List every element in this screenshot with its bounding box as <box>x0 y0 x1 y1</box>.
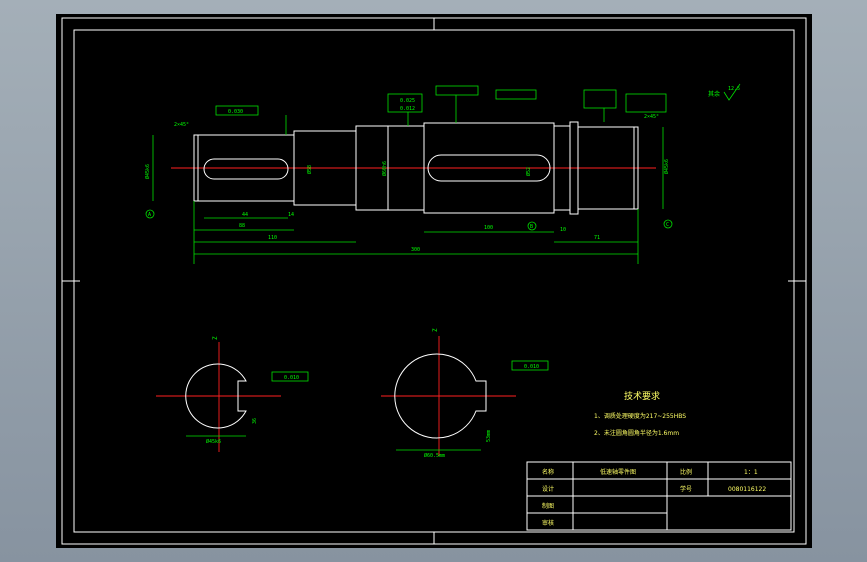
drawing-canvas: 300 110 88 44 14 100 71 10 Ø45k6 Ø45k6 Ø… <box>61 17 807 545</box>
section-right-shape <box>394 353 487 439</box>
tb-name-label: 名称 <box>542 468 554 476</box>
tb-design-label: 设计 <box>542 485 554 493</box>
roughness-note: 其余 <box>708 90 720 98</box>
dim-88: 88 <box>239 223 245 229</box>
dim-110: 110 <box>268 235 277 241</box>
shaft-left-keyway <box>203 158 289 180</box>
tech-req-heading: 技术要求 <box>624 390 660 402</box>
datum-circle-b <box>527 221 537 231</box>
drawing-sheet: 300 110 88 44 14 100 71 10 Ø45k6 Ø45k6 Ø… <box>56 14 812 548</box>
dim-71: 71 <box>594 235 600 241</box>
gtol-1: 0.030 <box>228 109 243 115</box>
datum-circle-a <box>145 209 155 219</box>
chamfer-left: 2×45° <box>174 122 189 128</box>
section-right-depth: 53mm <box>486 430 492 442</box>
title-block: 名称 低速轴零件图 比例 1：1 设计 学号 0080116122 制图 审核 <box>526 461 792 531</box>
gtol-frame-1 <box>215 105 259 116</box>
dim-d-mid: Ø58 <box>306 165 313 174</box>
gtol-frame-6 <box>625 93 667 113</box>
dim-d-left: Ø45k6 <box>144 164 151 179</box>
dim-14: 14 <box>288 212 294 218</box>
gtol-frame-5 <box>583 89 617 109</box>
section-left-depth: 36 <box>252 418 258 424</box>
gtol-2: 0.025 <box>400 98 415 104</box>
tb-review-label: 审核 <box>542 519 554 527</box>
tb-number-label: 学号 <box>680 485 692 493</box>
tech-req-line2: 2、未注圆角圆角半径为1.6mm <box>594 429 679 437</box>
dim-44: 44 <box>242 212 248 218</box>
section-left-tol-frame <box>271 371 309 382</box>
tb-scale-label: 比例 <box>680 468 692 476</box>
roughness-value: 12.5 <box>728 86 740 92</box>
dim-total: 300 <box>411 247 420 253</box>
tb-number-value: 0080116122 <box>728 486 766 493</box>
datum-circle-c <box>663 219 673 229</box>
dim-d-gear2: Ø52 <box>525 167 532 176</box>
section-view-right: Z 0.010 Ø60.5mm 53mm <box>381 328 549 459</box>
shaft-right-journal <box>577 126 639 210</box>
roughness-symbol-icon <box>723 83 741 101</box>
chamfer-right: 2×45° <box>644 114 659 120</box>
outer-frame <box>61 17 807 545</box>
dim-100: 100 <box>484 225 493 231</box>
shaft-right-keyway <box>427 154 551 182</box>
datum-c: C <box>666 222 669 228</box>
tech-requirements: 技术要求 1、调质处理硬度为217~255HBS 2、未注圆角圆角半径为1.6m… <box>594 390 686 437</box>
tb-part-name: 低速轴零件图 <box>600 468 636 476</box>
section-left-tol: 0.010 <box>284 375 299 381</box>
datum-b: B <box>530 224 533 230</box>
shaft-main-view: 300 110 88 44 14 100 71 10 Ø45k6 Ø45k6 Ø… <box>144 83 741 264</box>
section-left-label: Z <box>212 336 219 340</box>
gtol-3: 0.012 <box>400 106 415 112</box>
dim-d-right: Ø45k6 <box>663 159 670 174</box>
gtol-frame-2 <box>387 93 423 113</box>
section-right-tol-frame <box>511 360 549 371</box>
section-right-width: Ø60.5mm <box>424 452 445 459</box>
tb-drawing-label: 制图 <box>542 502 554 510</box>
section-right-label: Z <box>432 328 439 332</box>
section-right-tol: 0.010 <box>524 364 539 370</box>
section-left-width: Ø45k6 <box>206 438 221 445</box>
datum-a: A <box>148 212 151 218</box>
tb-scale-value: 1：1 <box>744 469 758 476</box>
dim-d-gear: Ø60h6 <box>381 161 388 176</box>
section-view-left: Z 0.010 Ø45k6 36 <box>156 336 309 452</box>
section-left-shape <box>185 363 247 429</box>
dim-10: 10 <box>560 227 566 233</box>
gtol-frame-3 <box>435 85 479 96</box>
tech-req-line1: 1、调质处理硬度为217~255HBS <box>594 412 686 420</box>
gtol-frame-4 <box>495 89 537 100</box>
